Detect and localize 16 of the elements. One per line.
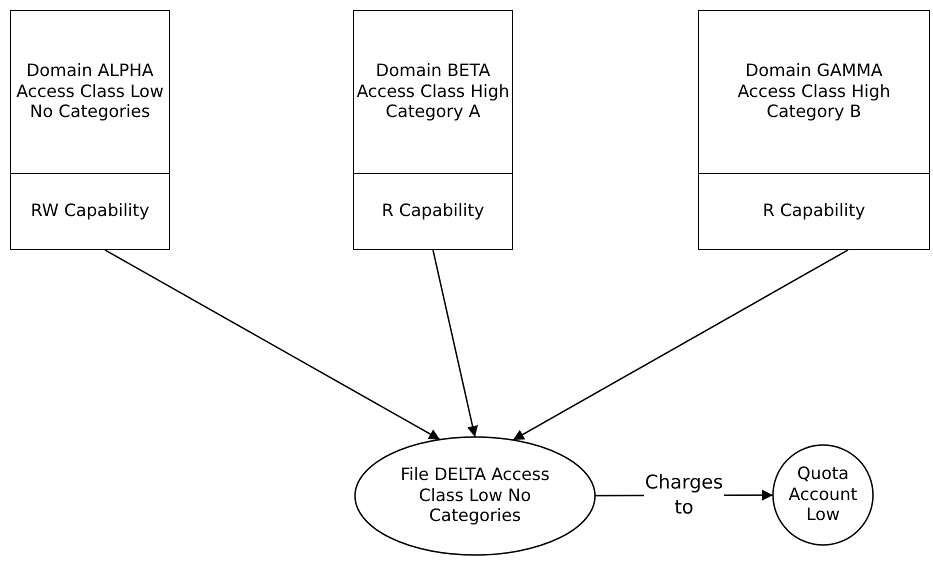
domain-label: Domain GAMMA Access Class High Category B (736, 61, 892, 123)
domain-label: Domain ALPHA Access Class Low No Categories (15, 61, 165, 123)
capability-label: RW Capability (30, 201, 150, 222)
node-label: Quota Account Low (788, 464, 858, 526)
domain-box (353, 10, 513, 250)
quota-circle (773, 445, 873, 545)
arrow (432, 250, 478, 438)
file-ellipse (355, 437, 595, 555)
domain-label: Domain BETA Access Class High Category A (356, 61, 510, 123)
capability-label: R Capability (762, 201, 866, 222)
domain-box (698, 10, 930, 250)
capability-label: R Capability (382, 201, 484, 222)
arrow (512, 249, 848, 441)
node-label: File DELTA Access Class Low No Categories (399, 465, 551, 527)
arrow (104, 249, 440, 440)
domain-box (10, 10, 170, 250)
